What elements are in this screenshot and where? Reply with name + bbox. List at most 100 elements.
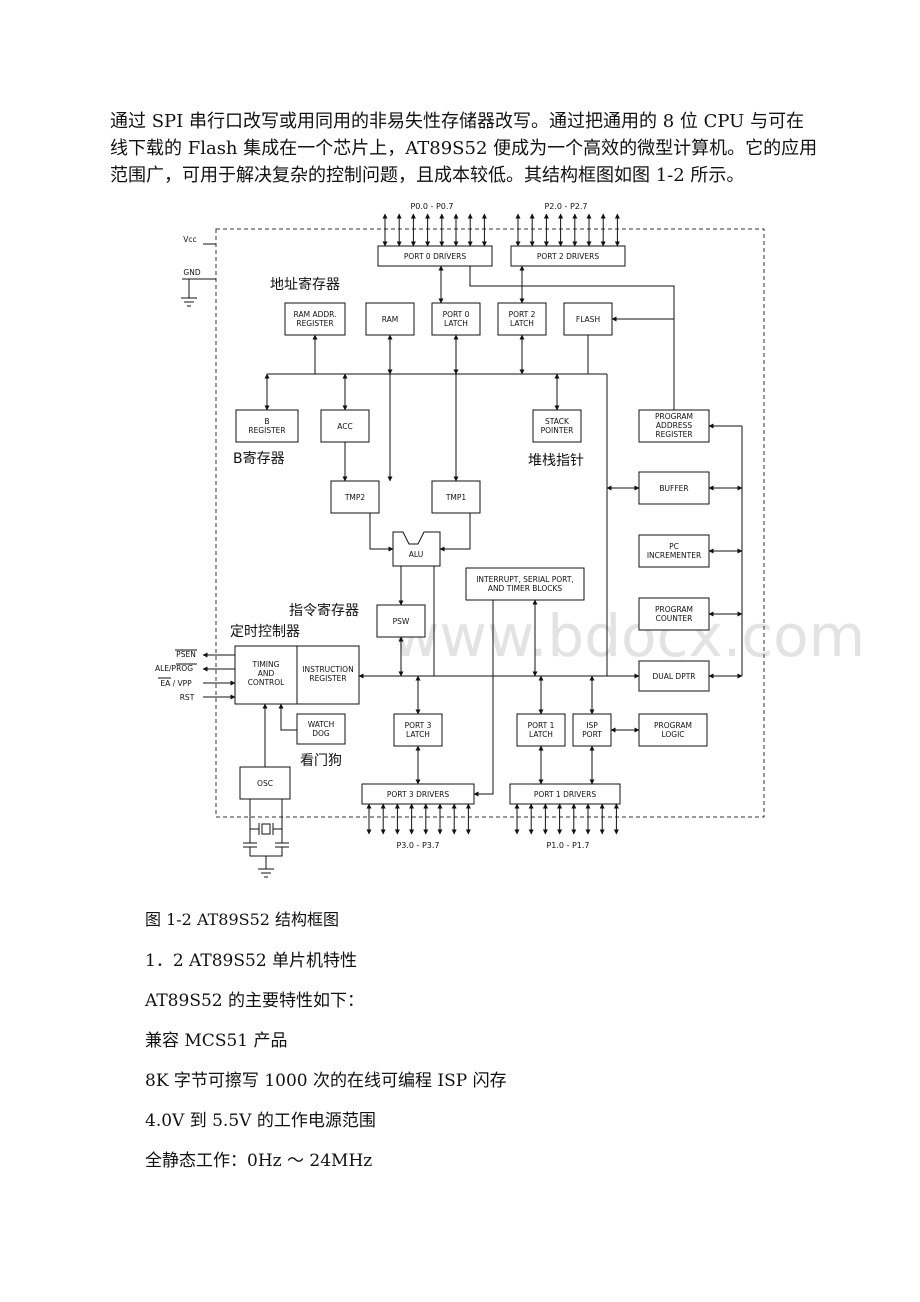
ea-signal-label: EA / VPP (160, 679, 192, 688)
psw-label: PSW (393, 617, 410, 626)
port1-drivers-label: PORT 1 DRIVERS (534, 790, 596, 799)
program-logic-label-2: LOGIC (661, 730, 684, 739)
port2-latch-label-2: LATCH (510, 319, 534, 328)
bottom-pin-arrows (366, 803, 619, 835)
program-counter-label-1: PROGRAM (655, 605, 693, 614)
timing-label-1: TIMING (252, 660, 280, 669)
ir-label-2: REGISTER (309, 674, 346, 683)
stack-pointer-label-1: STACK (545, 417, 570, 426)
figure-caption: 图 1-2 AT89S52 结构框图 (145, 910, 340, 929)
port3-latch-label-1: PORT 3 (405, 721, 432, 730)
intro-line: 线下载的 Flash 集成在一个芯片上，AT89S52 便成为一个高效的微型计算… (110, 138, 818, 159)
port0-latch-label-1: PORT 0 (443, 310, 470, 319)
pc-incrementer-block (638, 534, 710, 568)
timing-label-2: AND (258, 669, 275, 678)
feature-item: 8K 字节可擦写 1000 次的在线可编程 ISP 闪存 (145, 1071, 507, 1091)
watermark: www.bdocx.com (392, 602, 865, 670)
body-text-line: AT89S52 的主要特性如下： (145, 991, 364, 1011)
port2-drivers-label: PORT 2 DRIVERS (537, 252, 599, 261)
timing-control-block (234, 645, 298, 705)
annotation-b-register: B寄存器 (233, 450, 285, 467)
isp-port-block (572, 713, 612, 747)
psen-signal-label: PSEN (176, 650, 196, 659)
program-counter-label-2: COUNTER (656, 614, 693, 623)
feature-item: 全静态工作：0Hz ～ 24MHz (145, 1151, 373, 1171)
b-register-label-1: B (264, 417, 269, 426)
ram-block (365, 302, 415, 336)
acc-block (320, 409, 370, 443)
ram-addr-label-2: REGISTER (296, 319, 333, 328)
annotation-timing-controller: 定时控制器 (230, 624, 300, 640)
port2-latch-block (497, 302, 547, 336)
alu-block (392, 531, 441, 567)
feature-item: 兼容 MCS51 产品 (145, 1031, 288, 1051)
port1-drivers-block (509, 783, 621, 805)
crystal-network (243, 799, 289, 878)
ram-addr-label-1: RAM ADDR. (294, 310, 337, 319)
port0-latch-label-2: LATCH (444, 319, 468, 328)
intro-line: 范围广，可用于解决复杂的控制问题，且成本较低。其结构框图如图 1-2 所示。 (110, 165, 745, 186)
isp-port-label-1: ISP (586, 721, 598, 730)
tmp2-block (330, 480, 380, 514)
rst-signal-label: RST (180, 693, 195, 702)
port2-latch-label-1: PORT 2 (509, 310, 536, 319)
psw-block (376, 604, 426, 638)
acc-label: ACC (337, 422, 352, 431)
watchdog-label-1: WATCH (308, 720, 335, 729)
flash-label: FLASH (576, 315, 600, 324)
ram-label: RAM (382, 315, 399, 324)
port2-drivers-block (510, 245, 626, 267)
port2-pins-label: P2.0 - P2.7 (544, 202, 587, 211)
buffer-label: BUFFER (659, 484, 688, 493)
port1-pins-label: P1.0 - P1.7 (546, 841, 589, 850)
intro-line: 通过 SPI 串行口改写或用同用的非易失性存储器改写。通过把通用的 8 位 CP… (110, 111, 805, 132)
annotation-address-register: 地址寄存器 (270, 276, 340, 293)
b-register-label-2: REGISTER (248, 426, 285, 435)
interrupt-serial-timer-block (465, 567, 585, 601)
program-logic-block (638, 713, 708, 747)
block-diagram: www.bdocx.com P0.0 - P0.7 P2.0 - P2.7 P3… (155, 202, 865, 878)
port0-pins-label: P0.0 - P0.7 (410, 202, 453, 211)
alu-label: ALU (409, 550, 423, 559)
intro-paragraph: 通过 SPI 串行口改写或用同用的非易失性存储器改写。通过把通用的 8 位 CP… (110, 108, 818, 189)
port0-drivers-label: PORT 0 DRIVERS (404, 252, 466, 261)
internal-bus-wires (262, 265, 743, 797)
timing-label-3: CONTROL (248, 678, 285, 687)
port1-latch-label-2: LATCH (529, 730, 553, 739)
port3-latch-block (393, 713, 443, 747)
pc-incrementer-label-2: INCREMENTER (647, 551, 701, 560)
pa-register-label-2: ADDRESS (656, 421, 692, 430)
annotation-instruction-register: 指令寄存器 (289, 602, 359, 619)
watchdog-label-2: DOG (312, 729, 330, 738)
program-logic-label-1: PROGRAM (654, 721, 692, 730)
flash-block (563, 302, 613, 336)
annotation-watchdog: 看门狗 (300, 753, 342, 769)
section-heading: 1．2 AT89S52 单片机特性 (145, 951, 358, 971)
ground-symbol (181, 278, 216, 307)
top-pin-arrows (382, 213, 620, 247)
annotation-stack-pointer: 堆栈指针 (528, 453, 584, 469)
ale-signal-label: ALE/PROG (155, 664, 193, 673)
watchdog-block (296, 713, 346, 745)
stack-pointer-block (532, 409, 582, 443)
interrupt-label-1: INTERRUPT, SERIAL PORT, (476, 575, 574, 584)
b-register-block (235, 409, 299, 443)
tmp2-label: TMP2 (344, 493, 366, 502)
gnd-label: GND (183, 268, 200, 277)
port1-latch-label-1: PORT 1 (528, 721, 555, 730)
port3-drivers-label: PORT 3 DRIVERS (387, 790, 449, 799)
port0-drivers-block (377, 245, 493, 267)
port3-latch-label-2: LATCH (406, 730, 430, 739)
ram-addr-register-block (284, 302, 346, 336)
port3-pins-label: P3.0 - P3.7 (396, 841, 439, 850)
vcc-label: Vcc (183, 235, 196, 244)
feature-item: 4.0V 到 5.5V 的工作电源范围 (145, 1111, 376, 1131)
port0-latch-block (431, 302, 481, 336)
isp-port-label-2: PORT (582, 730, 602, 739)
control-signal-wires (202, 652, 236, 700)
pc-incrementer-label-1: PC (669, 542, 679, 551)
stack-pointer-label-2: POINTER (541, 426, 574, 435)
pa-register-label-1: PROGRAM (655, 412, 693, 421)
chip-boundary (215, 228, 765, 818)
osc-label: OSC (257, 779, 273, 788)
